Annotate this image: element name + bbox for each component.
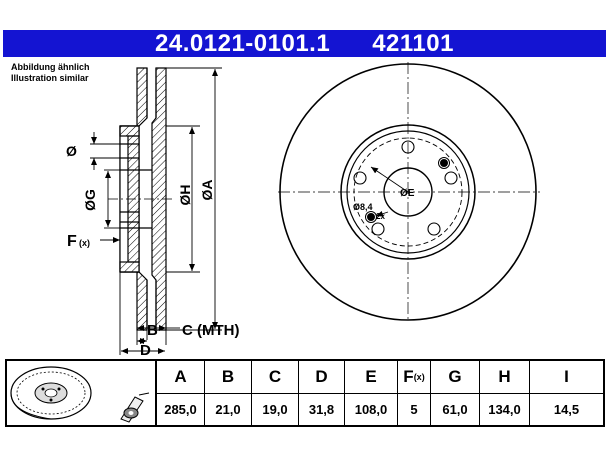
column-d: D 31,8 (299, 361, 345, 425)
header-f-letter: F (403, 366, 414, 386)
value-h: 134,0 (488, 401, 521, 417)
header-c: C (252, 361, 298, 394)
header-b: B (205, 361, 251, 394)
column-g: G 61,0 (431, 361, 480, 425)
header-f: F(x) (398, 361, 430, 394)
f-label: F (67, 233, 77, 250)
a-dia-label: ØA (199, 180, 215, 201)
value-d: 31,8 (308, 401, 335, 417)
spec-table: A 285,0 B 21,0 C 19,0 D 31,8 E 108,0 F(x… (5, 359, 605, 427)
column-i: I 14,5 (530, 361, 603, 425)
column-e: E 108,0 (345, 361, 398, 425)
c-mth-label: C (MTH) (182, 322, 239, 339)
value-c: 19,0 (262, 401, 288, 417)
header-h: H (480, 361, 529, 394)
f-sub-label: (x) (79, 238, 90, 248)
disc-side-section (108, 67, 172, 331)
value-e: 108,0 (354, 401, 388, 417)
spec-columns: A 285,0 B 21,0 C 19,0 D 31,8 E 108,0 F(x… (157, 361, 603, 425)
disc-front-view (278, 62, 540, 322)
value-a: 285,0 (164, 401, 197, 417)
header-bar: 24.0121-0101.1 421101 (3, 30, 606, 57)
value-b: 21,0 (215, 401, 241, 417)
header-g: G (431, 361, 479, 394)
g-dia-label: ØG (82, 189, 98, 211)
hole-dia-label: Ø (66, 143, 77, 159)
note-line-en: Illustration similar (11, 73, 89, 83)
h-dia-label: ØH (177, 185, 193, 206)
hole-size-label: Ø8,4 (353, 202, 373, 212)
header-i: I (530, 361, 603, 394)
header-a: A (157, 361, 204, 394)
value-g: 61,0 (442, 401, 468, 417)
column-b: B 21,0 (205, 361, 252, 425)
part-number: 24.0121-0101.1 (155, 29, 331, 57)
bolt-icon (120, 392, 150, 423)
column-c: C 19,0 (252, 361, 299, 425)
side-dimensions (90, 67, 222, 355)
header-d: D (299, 361, 344, 394)
thumbnail-cell (7, 361, 157, 425)
hole-count-label: 2x (376, 212, 385, 221)
note-line-de: Abbildung ähnlich (11, 62, 90, 72)
column-f: F(x) 5 (398, 361, 431, 425)
b-label: B (147, 322, 158, 339)
e-dia-label: ØE (400, 188, 415, 199)
value-f: 5 (410, 401, 418, 417)
value-i: 14,5 (553, 401, 580, 417)
column-a: A 285,0 (157, 361, 205, 425)
illustration-note: Abbildung ähnlich Illustration similar (11, 62, 90, 84)
header-e: E (345, 361, 397, 394)
reference-number: 421101 (372, 29, 454, 57)
d-label: D (140, 342, 151, 359)
column-h: H 134,0 (480, 361, 530, 425)
brake-disc-thumbnail-icon (10, 366, 92, 420)
header-f-sub: (x) (413, 371, 425, 382)
